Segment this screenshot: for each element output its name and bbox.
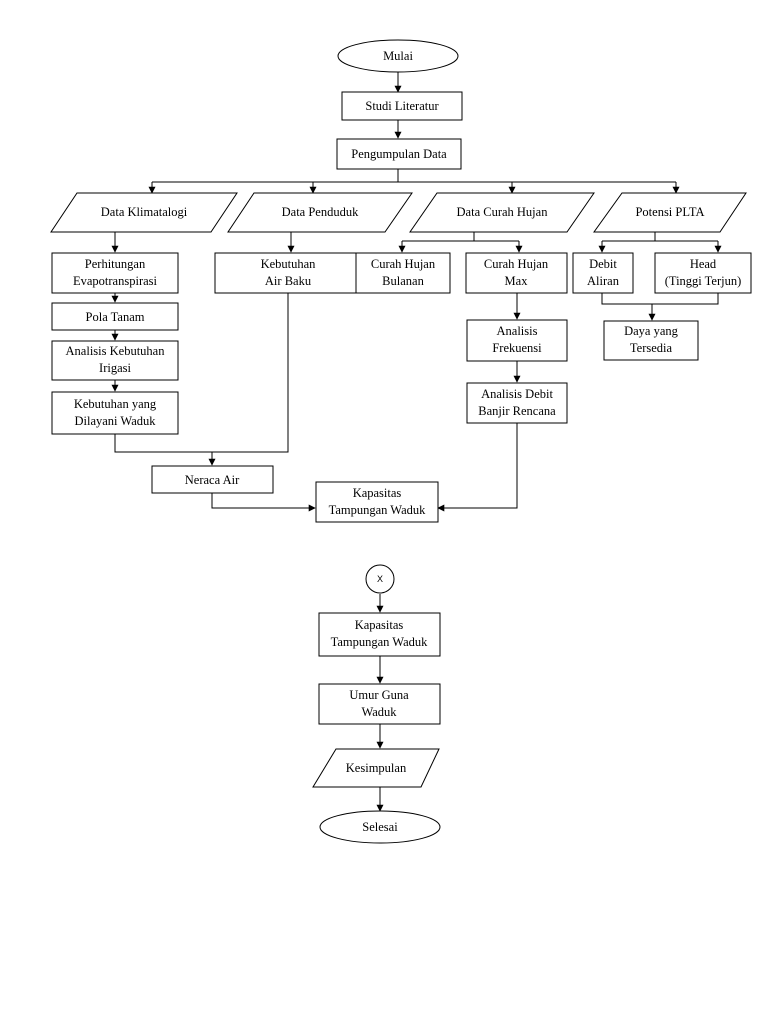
node-reservoir-served-demand: Kebutuhan yang Dilayani Waduk [51,391,179,435]
raw-water-demand-line-1: Kebutuhan [261,257,317,271]
reservoir-served-demand-line-1: Kebutuhan yang [74,397,157,411]
process-shape [51,252,179,294]
connector-shape [365,564,395,594]
head-drop-line-1: Head [690,257,717,271]
max-rainfall-line-1: Curah Hujan [484,257,549,271]
design-flood-line-2: Banjir Rencana [478,404,556,418]
start-label: Mulai [383,49,413,63]
node-discharge-flow: Debit Aliran [572,252,634,294]
max-rainfall-line-2: Max [505,274,529,288]
node-cropping-pattern: Pola Tanam [51,302,179,331]
discharge-flow-line-2: Aliran [587,274,620,288]
node-literature-study: Studi Literatur [341,91,463,121]
reservoir-capacity-2-line-1: Kapasitas [355,618,404,632]
process-shape [654,252,752,294]
node-monthly-rainfall: Curah Hujan Bulanan [355,252,451,294]
node-evapotranspiration-calc: Perhitungan Evapotranspirasi [51,252,179,294]
node-water-balance: Neraca Air [151,465,274,494]
climatology-data-label: Data Klimatalogi [101,205,188,219]
population-data-label: Data Penduduk [282,205,359,219]
cropping-pattern-label: Pola Tanam [86,310,145,324]
discharge-flow-line-1: Debit [589,257,617,271]
process-shape [603,320,699,361]
terminator-shape [319,810,441,844]
node-rainfall-data: Data Curah Hujan [409,192,595,233]
arrow-flood-to-capacity [437,423,518,512]
process-shape [465,252,568,294]
process-shape [466,382,568,424]
irrigation-analysis-line-2: Irigasi [99,361,131,375]
node-page-connector: X [365,564,395,594]
end-label: Selesai [362,820,398,834]
service-life-line-2: Waduk [361,705,397,719]
arrow-water-balance-to-capacity [211,493,316,512]
raw-water-demand-line-2: Air Baku [265,274,312,288]
head-drop-line-2: (Tinggi Terjun) [665,274,742,288]
data-collection-label: Pengumpulan Data [351,147,447,161]
node-conclusion: Kesimpulan [312,748,440,788]
monthly-rainfall-line-2: Bulanan [382,274,424,288]
reservoir-capacity-1-line-1: Kapasitas [353,486,402,500]
process-shape [572,252,634,294]
node-max-rainfall: Curah Hujan Max [465,252,568,294]
line-demand-to-water-balance [114,434,212,453]
input-shape [409,192,595,233]
evapotranspiration-line-2: Evapotranspirasi [73,274,158,288]
output-shape [312,748,440,788]
hydropower-potential-label: Potensi PLTA [635,205,704,219]
connector-label: X [377,574,383,584]
node-start: Mulai [337,39,459,73]
process-shape [341,91,463,121]
terminator-shape [337,39,459,73]
process-shape [355,252,451,294]
process-shape [51,340,179,381]
available-power-line-2: Tersedia [630,341,673,355]
process-shape [466,319,568,362]
available-power-line-1: Daya yang [624,324,679,338]
node-population-data: Data Penduduk [227,192,413,233]
design-flood-line-1: Analisis Debit [481,387,553,401]
input-shape [227,192,413,233]
reservoir-capacity-1-line-2: Tampungan Waduk [329,503,427,517]
water-balance-label: Neraca Air [185,473,240,487]
evapotranspiration-line-1: Perhitungan [85,257,146,271]
reservoir-served-demand-line-2: Dilayani Waduk [74,414,156,428]
input-shape [50,192,238,233]
node-reservoir-capacity-2: Kapasitas Tampungan Waduk [318,612,441,657]
node-hydropower-potential: Potensi PLTA [593,192,747,233]
node-head-drop: Head (Tinggi Terjun) [654,252,752,294]
process-shape [318,683,441,725]
node-service-life: Umur Guna Waduk [318,683,441,725]
frequency-analysis-line-1: Analisis [497,324,538,338]
input-shape [593,192,747,233]
rainfall-data-label: Data Curah Hujan [457,205,549,219]
process-shape [318,612,441,657]
process-shape [51,302,179,331]
node-climatology-data: Data Klimatalogi [50,192,238,233]
process-shape [315,481,439,523]
node-design-flood-analysis: Analisis Debit Banjir Rencana [466,382,568,424]
process-shape [51,391,179,435]
process-shape [151,465,274,494]
connector-lines [111,72,722,812]
node-raw-water-demand: Kebutuhan Air Baku [214,252,363,294]
node-data-collection: Pengumpulan Data [336,138,462,170]
conclusion-label: Kesimpulan [346,761,407,775]
literature-study-label: Studi Literatur [365,99,439,113]
frequency-analysis-line-2: Frekuensi [492,341,542,355]
process-shape [336,138,462,170]
process-shape [214,252,363,294]
service-life-line-1: Umur Guna [349,688,409,702]
monthly-rainfall-line-1: Curah Hujan [371,257,436,271]
node-available-power: Daya yang Tersedia [603,320,699,361]
irrigation-analysis-line-1: Analisis Kebutuhan [66,344,166,358]
node-frequency-analysis: Analisis Frekuensi [466,319,568,362]
line-discharge-head-join [601,293,719,305]
node-irrigation-analysis: Analisis Kebutuhan Irigasi [51,340,179,381]
node-end: Selesai [319,810,441,844]
reservoir-capacity-2-line-2: Tampungan Waduk [331,635,429,649]
node-reservoir-capacity-1: Kapasitas Tampungan Waduk [315,481,439,523]
line-raw-water-to-water-balance [212,293,289,453]
